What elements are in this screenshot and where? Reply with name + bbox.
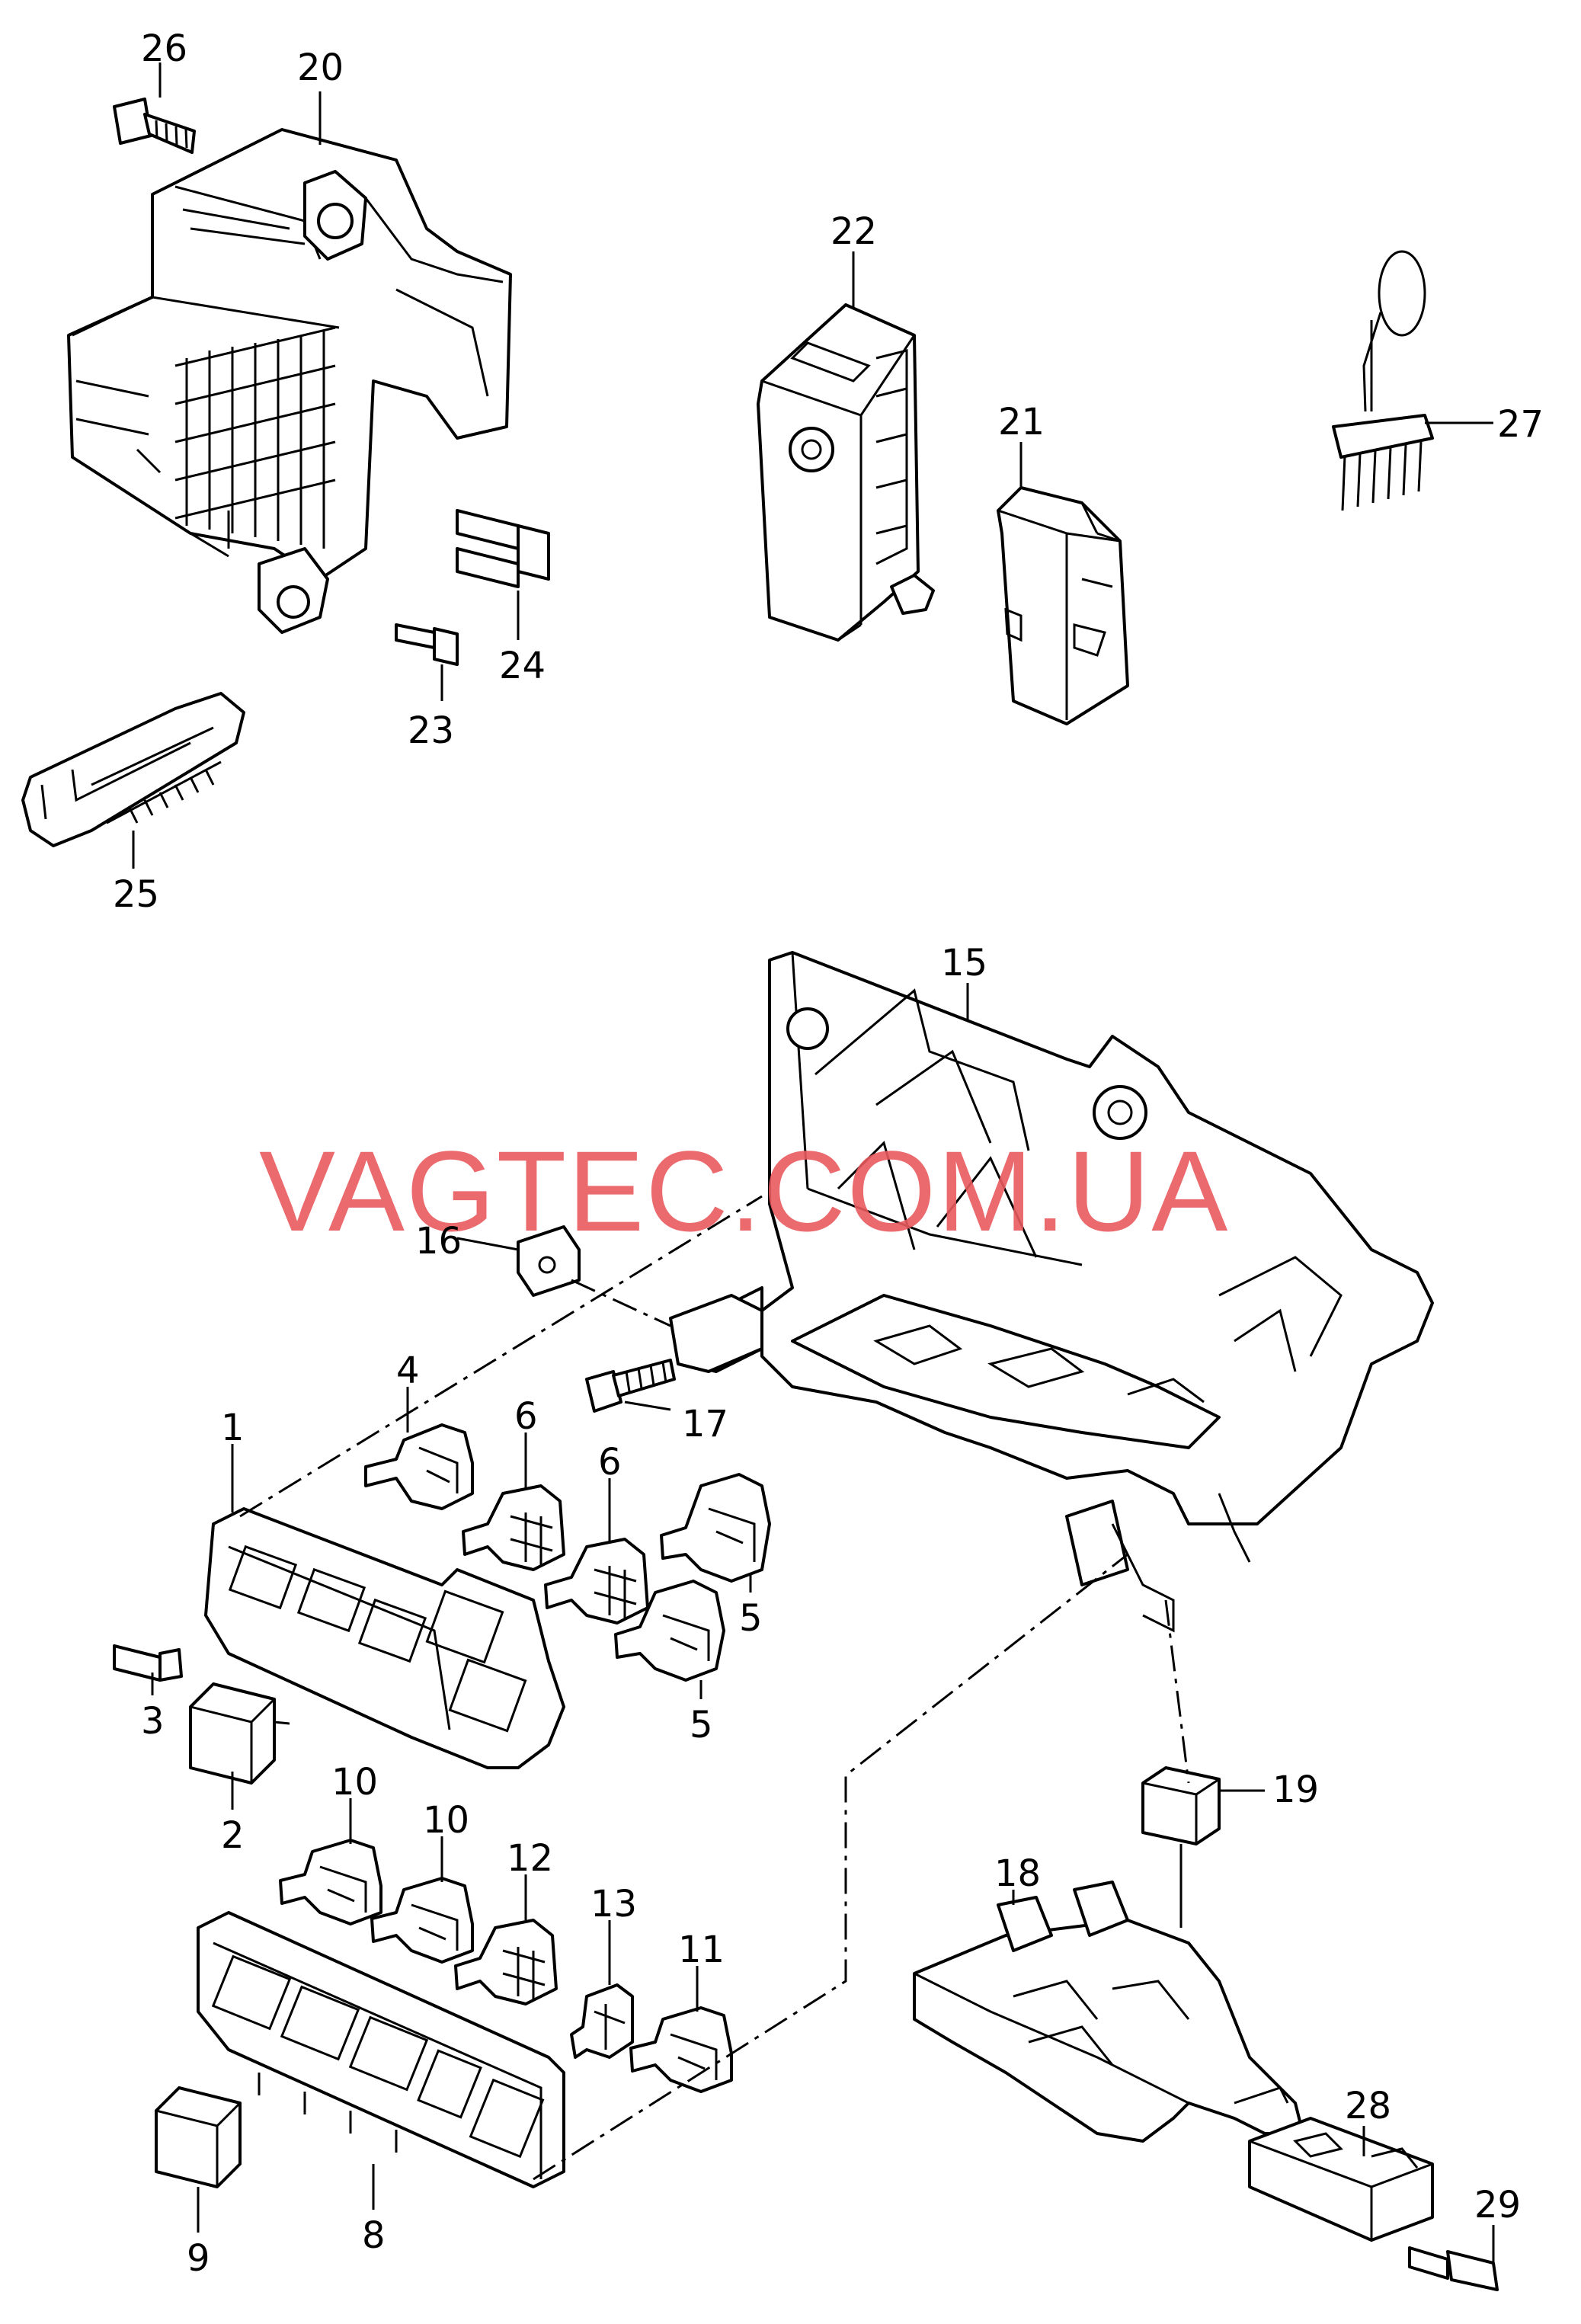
part-5-connector-a bbox=[660, 1473, 771, 1583]
callout-17: 17 bbox=[682, 1403, 728, 1445]
part-10-connector-a bbox=[279, 1839, 382, 1925]
part-11-connector bbox=[629, 2006, 733, 2093]
assembly-lines bbox=[239, 1195, 1190, 2181]
part-26-bolt bbox=[113, 98, 196, 154]
callout-11: 11 bbox=[678, 1929, 725, 1971]
part-3-fuse bbox=[113, 1644, 183, 1682]
part-4-connector bbox=[364, 1423, 474, 1510]
callout-6b: 6 bbox=[598, 1441, 622, 1484]
callout-18: 18 bbox=[994, 1852, 1041, 1895]
callout-12: 12 bbox=[507, 1837, 553, 1880]
callout-5a: 5 bbox=[739, 1597, 763, 1640]
part-6-connector-b bbox=[544, 1538, 649, 1625]
watermark-text: VAGTEC.COM.UA bbox=[259, 1127, 1229, 1255]
callout-8: 8 bbox=[362, 2214, 386, 2257]
part-18-relay-carrier bbox=[913, 1881, 1304, 2143]
callout-4: 4 bbox=[396, 1349, 420, 1392]
callout-28: 28 bbox=[1345, 2085, 1391, 2127]
part-9-relay bbox=[155, 2086, 242, 2188]
callout-25: 25 bbox=[113, 873, 159, 916]
callout-16: 16 bbox=[415, 1220, 462, 1263]
part-29-fuse bbox=[1408, 2246, 1499, 2291]
callout-19: 19 bbox=[1272, 1769, 1319, 1811]
part-22-relay-carrier bbox=[757, 303, 935, 642]
callout-10a: 10 bbox=[331, 1761, 378, 1804]
part-15-relay-plate-carrier bbox=[684, 951, 1434, 1633]
part-27-wire-terminal bbox=[1332, 250, 1434, 511]
callout-13: 13 bbox=[590, 1883, 637, 1925]
callout-23: 23 bbox=[408, 709, 454, 752]
part-13-connector bbox=[570, 1983, 634, 2059]
part-1-relay-plate bbox=[204, 1507, 565, 1769]
part-20-fuse-box bbox=[67, 128, 512, 634]
part-28-fuse-holder bbox=[1248, 2117, 1434, 2242]
callout-15: 15 bbox=[941, 942, 987, 984]
callout-26: 26 bbox=[141, 27, 187, 70]
callout-22: 22 bbox=[831, 210, 877, 253]
callout-1: 1 bbox=[221, 1407, 245, 1449]
callout-2: 2 bbox=[221, 1814, 245, 1857]
part-17-bolt bbox=[585, 1294, 763, 1413]
part-16-clip bbox=[517, 1225, 581, 1297]
part-21-module bbox=[997, 486, 1129, 725]
callout-labels: 26 20 22 21 27 24 23 25 15 16 17 4 6 6 1… bbox=[113, 27, 1544, 2280]
leader-lines bbox=[132, 62, 1495, 2263]
part-23-mini-fuse bbox=[395, 623, 459, 666]
part-6-connector-a bbox=[462, 1484, 565, 1571]
callout-27: 27 bbox=[1497, 403, 1544, 446]
callout-29: 29 bbox=[1474, 2184, 1521, 2226]
part-19-relay bbox=[1141, 1766, 1221, 1928]
callout-3: 3 bbox=[141, 1700, 165, 1743]
callout-5b: 5 bbox=[690, 1704, 713, 1746]
part-8-relay-plate bbox=[197, 1911, 565, 2188]
callout-6a: 6 bbox=[514, 1395, 538, 1438]
callout-21: 21 bbox=[998, 401, 1045, 443]
part-12-connector bbox=[454, 1919, 558, 2005]
part-10-connector-b bbox=[370, 1877, 474, 1964]
part-25-fuse-puller bbox=[21, 692, 245, 847]
part-5-connector-b bbox=[614, 1580, 725, 1682]
part-2-relay bbox=[189, 1682, 290, 1785]
part-24-fuse bbox=[456, 509, 550, 588]
callout-20: 20 bbox=[297, 46, 344, 89]
callout-9: 9 bbox=[187, 2237, 210, 2280]
callout-10b: 10 bbox=[423, 1799, 469, 1842]
callout-24: 24 bbox=[499, 645, 546, 687]
